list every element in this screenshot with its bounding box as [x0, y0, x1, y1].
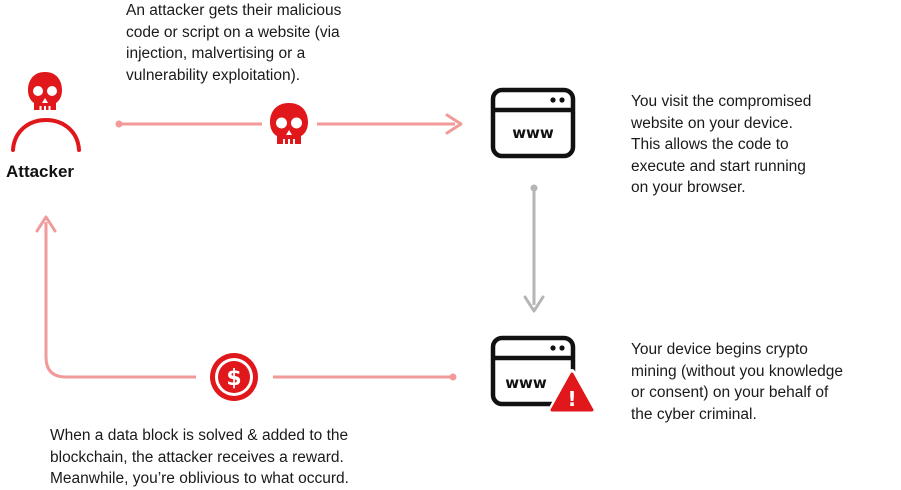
compromised-browser-icon: www — [490, 335, 576, 407]
arrow-website-to-mining — [523, 184, 545, 313]
attacker-shoulders — [11, 117, 81, 152]
coin-dollar-sign: $ — [226, 366, 241, 391]
browser-www-text-top: www — [512, 124, 554, 142]
browser-www-text-bottom: www — [505, 374, 547, 392]
warning-mark: ! — [567, 387, 576, 411]
step-mine-text: Your device begins crypto mining (withou… — [631, 341, 843, 423]
website-browser-icon: www — [490, 87, 576, 159]
step-visit-text: You visit the compromised website on you… — [631, 93, 812, 196]
warning-triangle-icon: ! — [547, 369, 597, 415]
attacker-icon — [11, 72, 81, 152]
dollar-coin-icon: $ — [210, 353, 258, 401]
payload-skull-icon — [270, 103, 308, 144]
step-infect-text: An attacker gets their malicious code or… — [126, 2, 342, 84]
attacker-skull-icon — [28, 72, 62, 110]
arrow-reward-to-attacker — [35, 215, 457, 381]
arrow-attacker-to-website — [115, 113, 463, 135]
step-reward-text: When a data block is solved & added to t… — [50, 427, 349, 487]
attacker-label: Attacker — [6, 162, 75, 181]
